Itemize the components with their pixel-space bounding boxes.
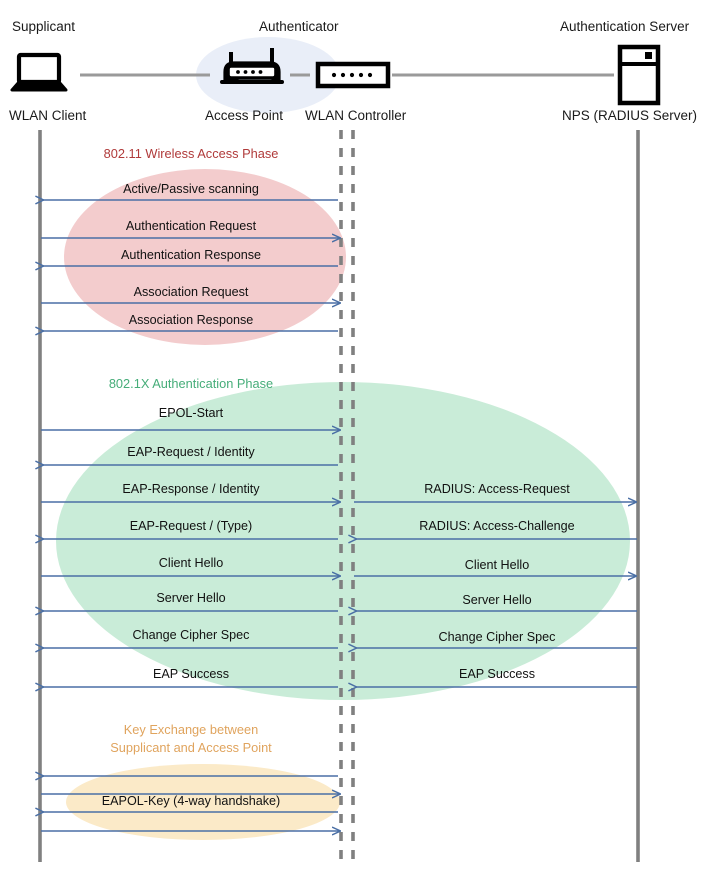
device-label-wlan-client: WLAN Client bbox=[9, 108, 87, 123]
msg-label-radius-access-challenge: RADIUS: Access-Challenge bbox=[419, 519, 575, 533]
server-rack-icon bbox=[617, 44, 661, 106]
phase-title-key-exchange-line1: Key Exchange between bbox=[123, 722, 259, 737]
msg-label-client-hello-right: Client Hello bbox=[464, 558, 530, 572]
phase-title-key-exchange-line2: Supplicant and Access Point bbox=[110, 740, 272, 756]
msg-label-change-cipher-spec-right: Change Cipher Spec bbox=[438, 630, 556, 644]
msg-label-server-hello-left: Server Hello bbox=[156, 591, 226, 605]
role-label-supplicant: Supplicant bbox=[12, 19, 76, 34]
phase-title-key-exchange: Key Exchange between Supplicant and Acce… bbox=[41, 721, 341, 757]
wireless-router-icon bbox=[220, 48, 284, 84]
phase-title-wireless-access: 802.11 Wireless Access Phase bbox=[103, 146, 279, 161]
device-label-nps-radius: NPS (RADIUS Server) bbox=[562, 108, 698, 123]
msg-label-eap-success-right: EAP Success bbox=[458, 667, 536, 681]
msg-label-eapol-key: EAPOL-Key (4-way handshake) bbox=[101, 794, 281, 808]
role-label-authenticator: Authenticator bbox=[259, 19, 339, 34]
laptop-icon bbox=[10, 52, 68, 92]
network-switch-icon bbox=[315, 61, 391, 89]
msg-label-change-cipher-spec-left: Change Cipher Spec bbox=[132, 628, 250, 642]
phase-ellipse-dot1x bbox=[56, 382, 630, 700]
msg-label-eap-request-type: EAP-Request / (Type) bbox=[129, 519, 253, 533]
device-label-access-point: Access Point bbox=[205, 108, 284, 123]
msg-label-authentication-request: Authentication Request bbox=[125, 219, 257, 233]
phase-ellipse-key-exchange bbox=[66, 764, 340, 840]
msg-label-active-passive-scanning: Active/Passive scanning bbox=[123, 182, 259, 196]
role-label-auth-server: Authentication Server bbox=[560, 19, 690, 34]
msg-label-client-hello-left: Client Hello bbox=[158, 556, 224, 570]
phase-title-dot1x: 802.1X Authentication Phase bbox=[108, 376, 274, 391]
msg-label-authentication-response: Authentication Response bbox=[120, 248, 262, 262]
msg-label-eapol-start: EPOL-Start bbox=[158, 406, 224, 420]
device-label-wlan-controller: WLAN Controller bbox=[305, 108, 407, 123]
msg-label-eap-success-left: EAP Success bbox=[152, 667, 230, 681]
msg-label-eap-request-identity: EAP-Request / Identity bbox=[127, 445, 255, 459]
msg-label-server-hello-right: Server Hello bbox=[462, 593, 532, 607]
msg-label-association-request: Association Request bbox=[133, 285, 249, 299]
msg-label-association-response: Association Response bbox=[128, 313, 254, 327]
phase-ellipse-wireless-access bbox=[64, 169, 346, 345]
msg-label-eap-response-identity: EAP-Response / Identity bbox=[122, 482, 260, 496]
msg-label-radius-access-request: RADIUS: Access-Request bbox=[424, 482, 570, 496]
